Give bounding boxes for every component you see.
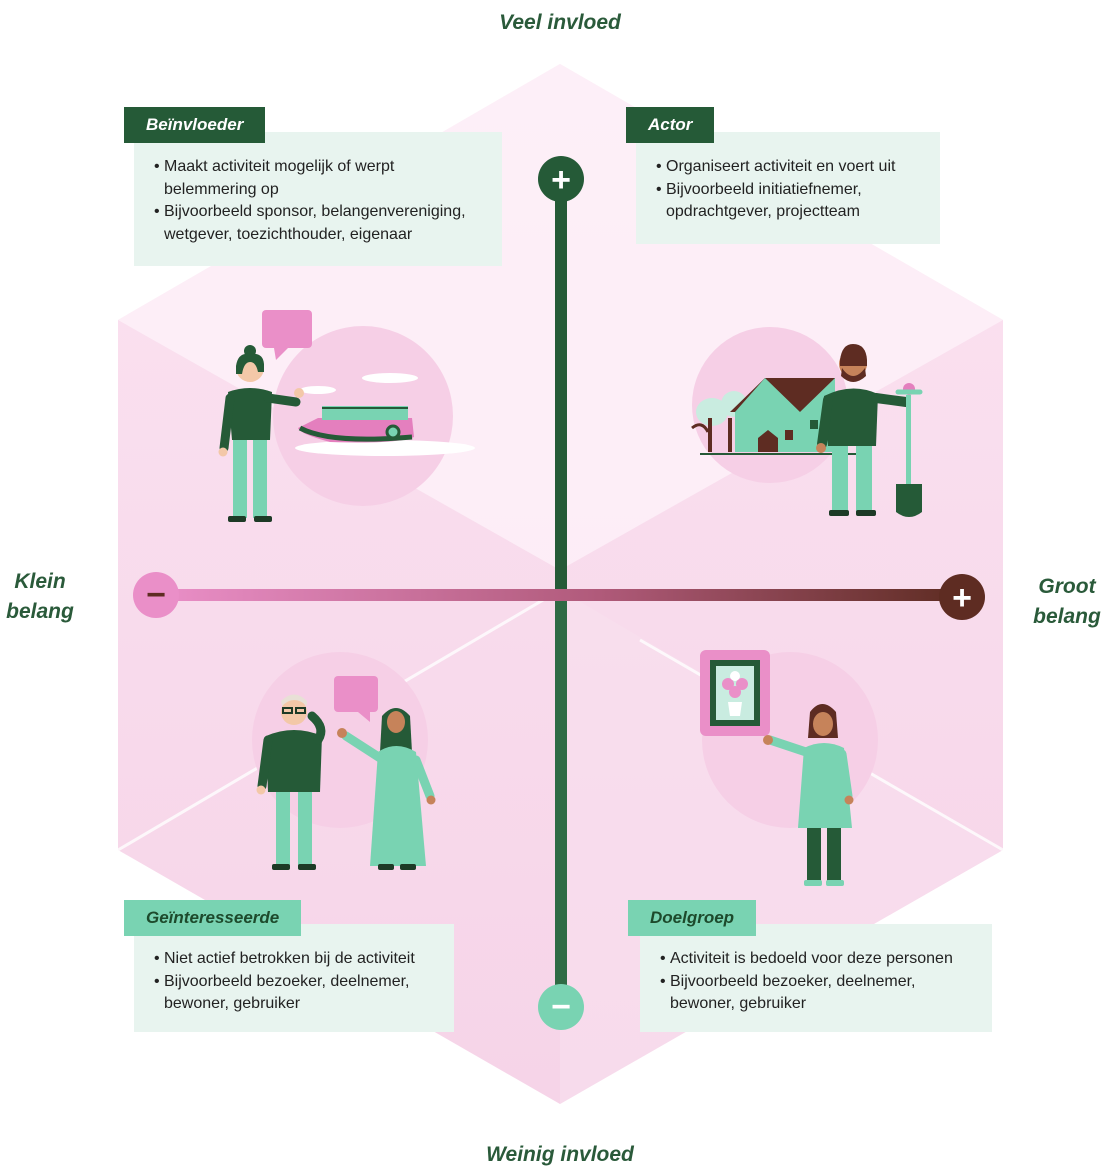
high-interest-plus-icon: + [939,574,985,620]
woman-with-painting-icon [700,650,854,886]
axis-label-right: Groot belang [1033,575,1101,628]
quadrant-box-bottom-right: Activiteit is bedoeld voor deze personen… [640,924,992,1032]
svg-text:+: + [952,579,972,617]
quadrant-title-top-right: Actor [626,107,715,143]
list-item: Activiteit is bedoeld voor deze personen [660,948,974,971]
quadrant-box-bottom-left: Niet actief betrokken bij de activiteit … [134,924,454,1032]
axis-label-top: Veel invloed [499,11,621,34]
woman-pointing-at-boat-icon [218,310,475,522]
bullet-list: Activiteit is bedoeld voor deze personen… [660,948,974,1016]
bullet-list: Maakt activiteit mogelijk of werpt belem… [154,156,484,246]
list-item: Bijvoorbeeld sponsor, belangenvereniging… [154,201,484,246]
axis-label-left: Klein belang [6,570,74,623]
quadrant-box-top-right: Organiseert activiteit en voert uit Bijv… [636,132,940,244]
list-item: Organiseert activiteit en voert uit [656,156,922,179]
list-item: Niet actief betrokken bij de activiteit [154,948,436,971]
list-item: Bijvoorbeeld initiatiefnemer, opdrachtge… [656,179,922,224]
low-interest-minus-icon: − [133,572,179,618]
list-item: Bijvoorbeeld bezoeker, deelnemer, bewone… [154,971,436,1016]
two-people-talking-icon [256,676,436,870]
quadrant-title-bottom-left: Geïnteresseerde [124,900,302,936]
axis-label-bottom: Weinig invloed [486,1143,634,1166]
high-influence-plus-icon: + [538,156,584,202]
quadrant-box-top-left: Maakt activiteit mogelijk of werpt belem… [134,132,502,266]
list-item: Maakt activiteit mogelijk of werpt belem… [154,156,484,201]
man-with-shovel-and-house-icon [691,344,923,517]
bullet-list: Organiseert activiteit en voert uit Bijv… [656,156,922,224]
svg-text:+: + [551,161,571,199]
quadrant-title-bottom-right: Doelgroep [628,900,757,936]
bullet-list: Niet actief betrokken bij de activiteit … [154,948,436,1016]
list-item: Bijvoorbeeld bezoeker, deelnemer, bewone… [660,971,974,1016]
low-influence-minus-icon: − [538,984,584,1030]
quadrant-title-top-left: Beïnvloeder [124,107,266,143]
horizontal-axis-line [156,589,962,601]
svg-text:−: − [551,988,571,1026]
svg-text:−: − [146,576,166,614]
